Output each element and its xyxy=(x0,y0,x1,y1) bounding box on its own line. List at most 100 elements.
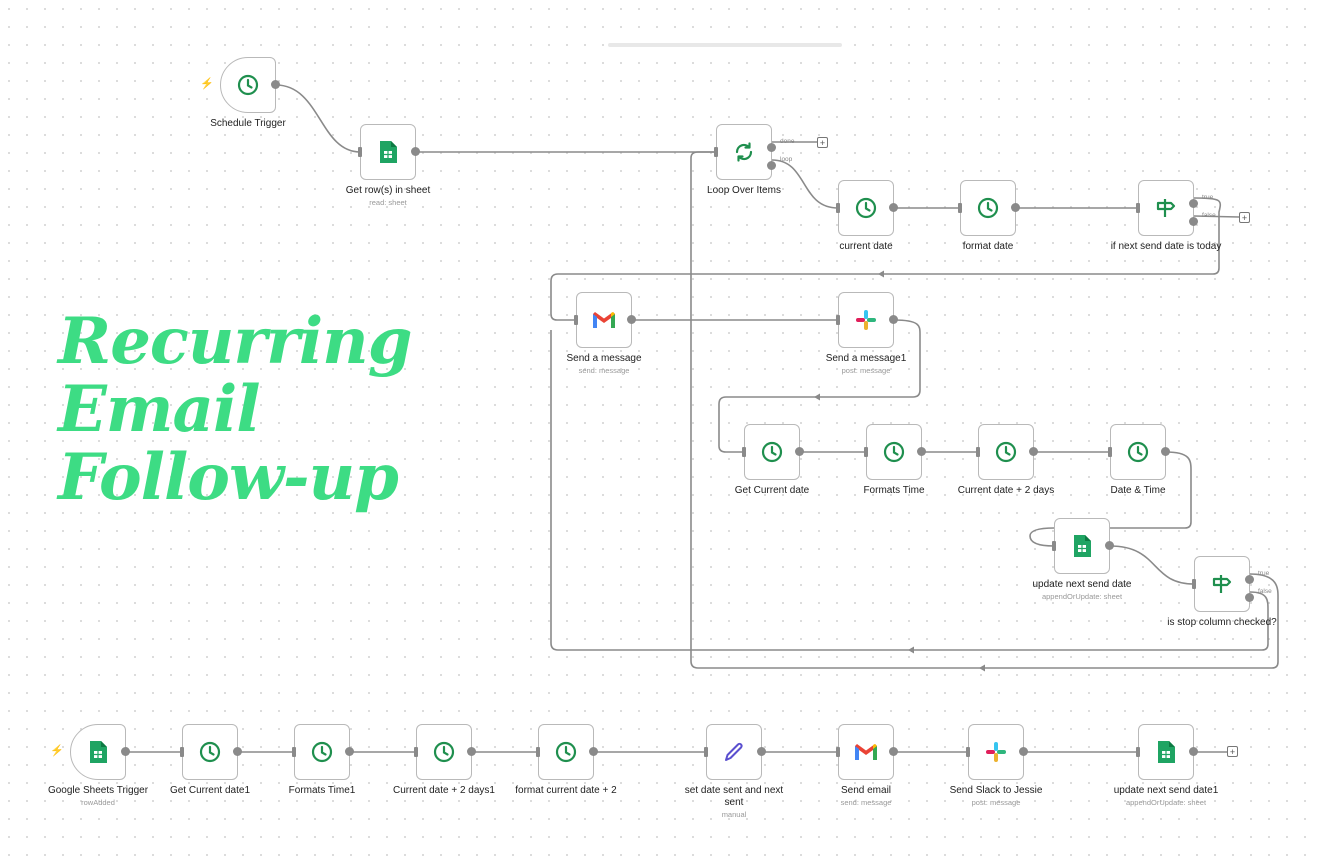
input-port[interactable] xyxy=(1136,203,1140,213)
input-port[interactable] xyxy=(1108,447,1112,457)
input-port[interactable] xyxy=(958,203,962,213)
node-label-cur2: Current date + 2 days xyxy=(957,485,1055,496)
node-setdate[interactable] xyxy=(704,724,766,780)
port-label-false: false xyxy=(1202,212,1216,219)
input-port[interactable] xyxy=(1192,579,1196,589)
output-port-done[interactable] xyxy=(767,143,776,152)
node-label-updnext1: update next send date1 xyxy=(1113,785,1219,796)
input-port[interactable] xyxy=(536,747,540,757)
node-subtitle-updnext1: appendOrUpdate: sheet xyxy=(1125,798,1207,807)
node-subtitle-gstrig: rowAdded xyxy=(81,798,115,807)
output-port[interactable] xyxy=(795,447,804,456)
wire-arrow xyxy=(814,393,820,401)
node-getcur1[interactable] xyxy=(180,724,242,780)
output-port[interactable] xyxy=(1189,747,1198,756)
node-fmtdate[interactable] xyxy=(958,180,1020,236)
output-port[interactable] xyxy=(1019,747,1028,756)
output-port[interactable] xyxy=(889,315,898,324)
node-datetime[interactable] xyxy=(1108,424,1170,480)
node-subtitle-sendemail: send: message xyxy=(840,798,892,807)
output-port[interactable] xyxy=(271,80,280,89)
input-port[interactable] xyxy=(966,747,970,757)
input-port[interactable] xyxy=(358,147,362,157)
input-port[interactable] xyxy=(836,203,840,213)
node-ifnext[interactable]: true false xyxy=(1136,180,1216,236)
port-label-done: done xyxy=(780,138,795,145)
output-port[interactable] xyxy=(757,747,766,756)
trigger-bolt-icon: ⚡ xyxy=(200,78,214,90)
node-fmttime1[interactable] xyxy=(292,724,354,780)
clock-icon xyxy=(759,439,785,465)
output-port[interactable] xyxy=(121,747,130,756)
node-label-fmtcur2: format current date + 2 xyxy=(515,785,617,796)
node-curdate[interactable] xyxy=(836,180,898,236)
node-getrows[interactable] xyxy=(358,124,420,180)
input-port[interactable] xyxy=(714,147,718,157)
add-node-button[interactable]: + xyxy=(817,137,828,148)
input-port[interactable] xyxy=(836,315,840,325)
output-port[interactable] xyxy=(1161,447,1170,456)
slack-icon xyxy=(853,307,879,333)
connection-wire xyxy=(550,197,1222,321)
node-sendemail[interactable] xyxy=(836,724,898,780)
node-slackjess[interactable] xyxy=(966,724,1028,780)
gmail-icon xyxy=(853,739,879,765)
output-port[interactable] xyxy=(889,203,898,212)
input-port[interactable] xyxy=(180,747,184,757)
node-schedule[interactable] xyxy=(220,57,280,113)
output-port[interactable] xyxy=(627,315,636,324)
output-port-false[interactable] xyxy=(1245,593,1254,602)
output-port[interactable] xyxy=(1029,447,1038,456)
output-port-loop[interactable] xyxy=(767,161,776,170)
sheets-icon xyxy=(1153,739,1179,765)
output-port[interactable] xyxy=(233,747,242,756)
output-port[interactable] xyxy=(467,747,476,756)
output-port[interactable] xyxy=(1011,203,1020,212)
output-port[interactable] xyxy=(1105,541,1114,550)
slack-icon xyxy=(983,739,1009,765)
input-port[interactable] xyxy=(864,447,868,457)
output-port[interactable] xyxy=(917,447,926,456)
add-node-button[interactable]: + xyxy=(1227,746,1238,757)
node-label-datetime: Date & Time xyxy=(1110,485,1166,496)
output-port[interactable] xyxy=(889,747,898,756)
clock-icon xyxy=(975,195,1001,221)
workflow-title: Recurring Email Follow-up xyxy=(58,308,412,515)
title-line-3: Follow-up xyxy=(58,440,399,515)
input-port[interactable] xyxy=(704,747,708,757)
node-fmttime[interactable] xyxy=(864,424,926,480)
input-port[interactable] xyxy=(1052,541,1056,551)
output-port[interactable] xyxy=(411,147,420,156)
node-getcur[interactable] xyxy=(742,424,804,480)
add-node-button[interactable]: + xyxy=(1239,212,1250,223)
output-port-false[interactable] xyxy=(1189,217,1198,226)
output-port-true[interactable] xyxy=(1245,575,1254,584)
output-port[interactable] xyxy=(345,747,354,756)
output-port[interactable] xyxy=(589,747,598,756)
node-fmtcur2[interactable] xyxy=(536,724,598,780)
input-port[interactable] xyxy=(976,447,980,457)
input-port[interactable] xyxy=(742,447,746,457)
node-gstrig[interactable] xyxy=(70,724,130,780)
node-cur2b[interactable] xyxy=(414,724,476,780)
node-label-fmttime1: Formats Time1 xyxy=(288,785,356,796)
input-port[interactable] xyxy=(574,315,578,325)
input-port[interactable] xyxy=(292,747,296,757)
node-sendmsg[interactable] xyxy=(574,292,636,348)
port-label-true: true xyxy=(1202,194,1214,201)
node-updnext1[interactable] xyxy=(1136,724,1198,780)
node-sendmsg1[interactable] xyxy=(836,292,898,348)
input-port[interactable] xyxy=(836,747,840,757)
input-port[interactable] xyxy=(414,747,418,757)
clock-icon xyxy=(853,195,879,221)
node-cur2[interactable] xyxy=(976,424,1038,480)
node-label-isstop: is stop column checked? xyxy=(1167,617,1277,628)
input-port[interactable] xyxy=(1136,747,1140,757)
node-label-curdate: current date xyxy=(839,241,893,252)
top-drag-handle[interactable] xyxy=(608,43,842,47)
output-port-true[interactable] xyxy=(1189,199,1198,208)
node-updnext[interactable] xyxy=(1052,518,1114,574)
